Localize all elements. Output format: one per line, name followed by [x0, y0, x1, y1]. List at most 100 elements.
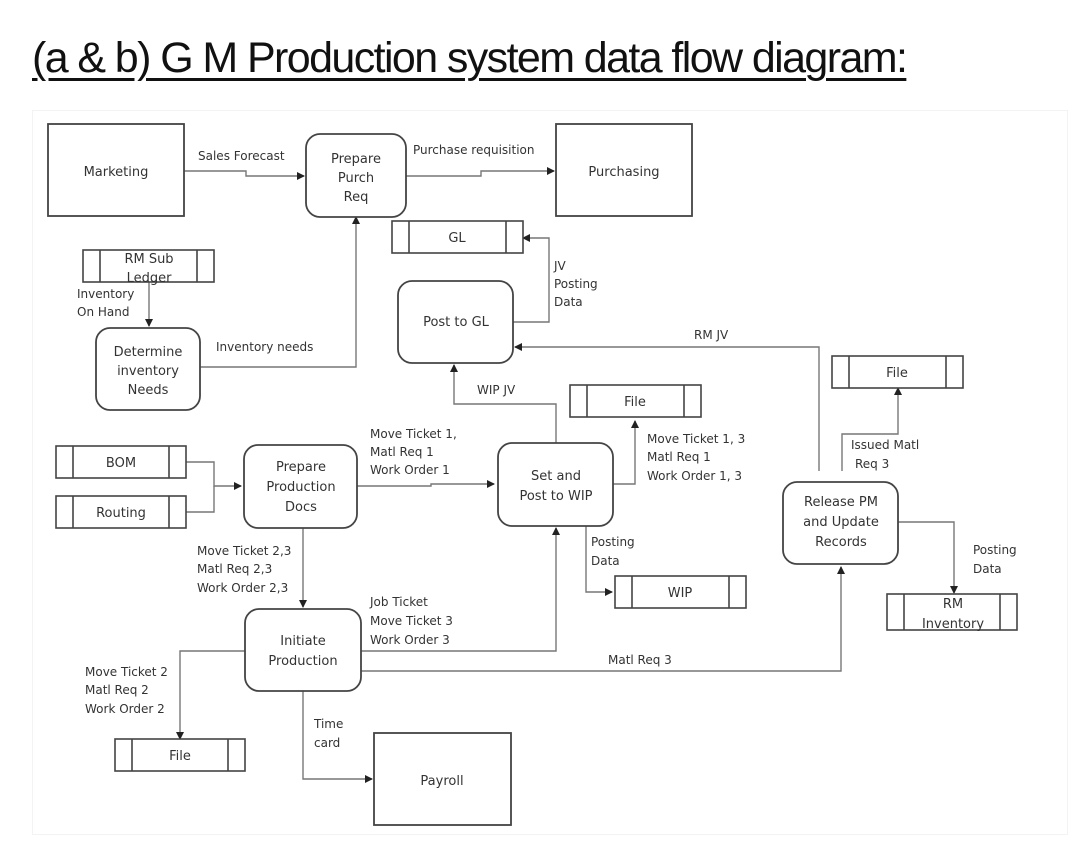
flow-jv-posting-data: [513, 234, 550, 323]
process-label-line: Needs: [128, 383, 169, 398]
entity-payroll[interactable]: Payroll: [373, 732, 512, 826]
store-rm-sub-ledger[interactable]: RM Sub Ledger: [82, 249, 215, 286]
flow-label: RM JV: [694, 328, 729, 342]
flow-label: Matl Req 1: [370, 445, 434, 459]
process-label-line: Initiate: [280, 634, 325, 649]
entity-label: Payroll: [420, 774, 463, 789]
flow-label: Data: [591, 554, 620, 568]
process-prepare-purch-req[interactable]: Prepare Purch Req: [305, 133, 407, 218]
process-label-line: Docs: [285, 500, 317, 515]
flow-initiate-to-set-wip: [361, 527, 560, 652]
flow-label: JV: [553, 259, 567, 273]
store-label: RM: [943, 597, 963, 612]
process-label-line: Post to GL: [423, 315, 490, 330]
flow-issued-matl: [841, 387, 902, 471]
flow-label: Move Ticket 3: [370, 614, 453, 628]
process-determine-inventory-needs[interactable]: Determine inventory Needs: [95, 327, 201, 411]
store-wip[interactable]: WIP: [614, 575, 747, 609]
store-label: File: [886, 366, 908, 381]
flow-label: Matl Req 2,3: [197, 562, 272, 576]
store-label: BOM: [106, 456, 136, 471]
flow-rm-jv: [514, 343, 820, 471]
flow-label: Work Order 2: [85, 702, 165, 716]
flow-label: Data: [554, 295, 583, 309]
process-label-line: Release PM: [804, 495, 878, 510]
flow-label: Matl Req 3: [608, 653, 672, 667]
flow-label: Matl Req 1: [647, 450, 711, 464]
flow-time-card: [302, 691, 373, 783]
page-title: (a & b) G M Production system data flow …: [32, 34, 908, 82]
process-label-line: inventory: [117, 364, 179, 379]
store-file-right[interactable]: File: [831, 355, 964, 389]
flow-posting-data-wip: [585, 526, 613, 596]
flow-lines: [145, 167, 958, 783]
flow-label: Purchase requisition: [413, 143, 535, 157]
flow-label: Sales Forecast: [198, 149, 285, 163]
flow-label: Inventory needs: [216, 340, 313, 354]
flow-labels: Sales Forecast Purchase requisition Inve…: [77, 143, 1017, 750]
store-file-wip[interactable]: File: [569, 384, 702, 418]
flow-prep-docs-to-set-wip: [357, 480, 495, 488]
flow-set-wip-to-file: [613, 420, 639, 485]
flow-label: Matl Req 2: [85, 683, 149, 697]
process-post-to-gl[interactable]: Post to GL: [397, 280, 514, 364]
entity-label: Purchasing: [588, 165, 659, 180]
flow-label: Job Ticket: [369, 595, 428, 609]
store-label: GL: [448, 231, 466, 246]
process-label-line: Set and: [531, 469, 581, 484]
process-label-line: Post to WIP: [519, 489, 592, 504]
flow-label: Work Order 1: [370, 463, 450, 477]
flow-label: Work Order 1, 3: [647, 469, 742, 483]
svg-text:Purch: Purch: [338, 171, 374, 186]
flow-label: Time: [313, 717, 343, 731]
process-release-pm[interactable]: Release PM and Update Records: [782, 481, 899, 565]
process-label-line: Req: [344, 190, 369, 205]
flow-matl-req-3: [361, 566, 845, 672]
flow-initiate-to-file: [176, 650, 245, 740]
flow-label: Posting: [973, 543, 1017, 557]
flow-label: Move Ticket 2: [85, 665, 168, 679]
process-label-line: Records: [815, 535, 867, 550]
diagram-svg: Marketing Purchasing Payroll Prepare Pur…: [47, 123, 1018, 826]
store-label: File: [169, 749, 191, 764]
process-label-line: and Update: [803, 515, 879, 530]
process-label-line: Production: [266, 480, 335, 495]
store-label: Routing: [96, 506, 146, 521]
process-prepare-production-docs[interactable]: Prepare Production Docs: [243, 444, 358, 529]
process-label-line: Determine: [114, 345, 183, 360]
flow-label: On Hand: [77, 305, 129, 319]
flow-label: Work Order 2,3: [197, 581, 288, 595]
store-file-bottom[interactable]: File: [114, 738, 246, 772]
process-label-line: Prepare: [276, 460, 326, 475]
process-set-and-post-to-wip[interactable]: Set and Post to WIP: [497, 442, 614, 527]
store-routing[interactable]: Routing: [55, 495, 187, 529]
store-label: Ledger: [127, 271, 173, 286]
store-gl[interactable]: GL: [391, 220, 524, 254]
flow-bom-to-prep: [186, 461, 242, 490]
flow-label: card: [314, 736, 340, 750]
flow-label: Move Ticket 2,3: [197, 544, 291, 558]
entity-purchasing[interactable]: Purchasing: [555, 123, 693, 217]
entity-label: Marketing: [84, 165, 149, 180]
flow-label: WIP JV: [477, 383, 516, 397]
flow-inventory-needs: [200, 216, 360, 368]
store-bom[interactable]: BOM: [55, 445, 187, 479]
entity-marketing[interactable]: Marketing: [47, 123, 185, 217]
store-label: File: [624, 395, 646, 410]
process-label-line: Prepare: [331, 152, 381, 167]
flow-label: Move Ticket 1, 3: [647, 432, 745, 446]
flow-label: Work Order 3: [370, 633, 450, 647]
flow-label: Issued Matl: [851, 438, 919, 452]
store-rm-inventory[interactable]: RM Inventory: [886, 593, 1018, 632]
flow-label: Posting: [591, 535, 635, 549]
data-flow-diagram: Marketing Purchasing Payroll Prepare Pur…: [32, 110, 1068, 835]
store-label: Inventory: [922, 617, 984, 632]
flow-purchase-requisition: [406, 167, 555, 177]
flow-label: Data: [973, 562, 1002, 576]
svg-text:Prepare: Prepare: [331, 152, 381, 167]
process-initiate-production[interactable]: Initiate Production: [244, 608, 362, 692]
process-label-line: Production: [268, 654, 337, 669]
store-label: RM Sub: [124, 252, 173, 267]
flow-label: Req 3: [855, 457, 889, 471]
flow-wip-jv: [450, 364, 557, 443]
